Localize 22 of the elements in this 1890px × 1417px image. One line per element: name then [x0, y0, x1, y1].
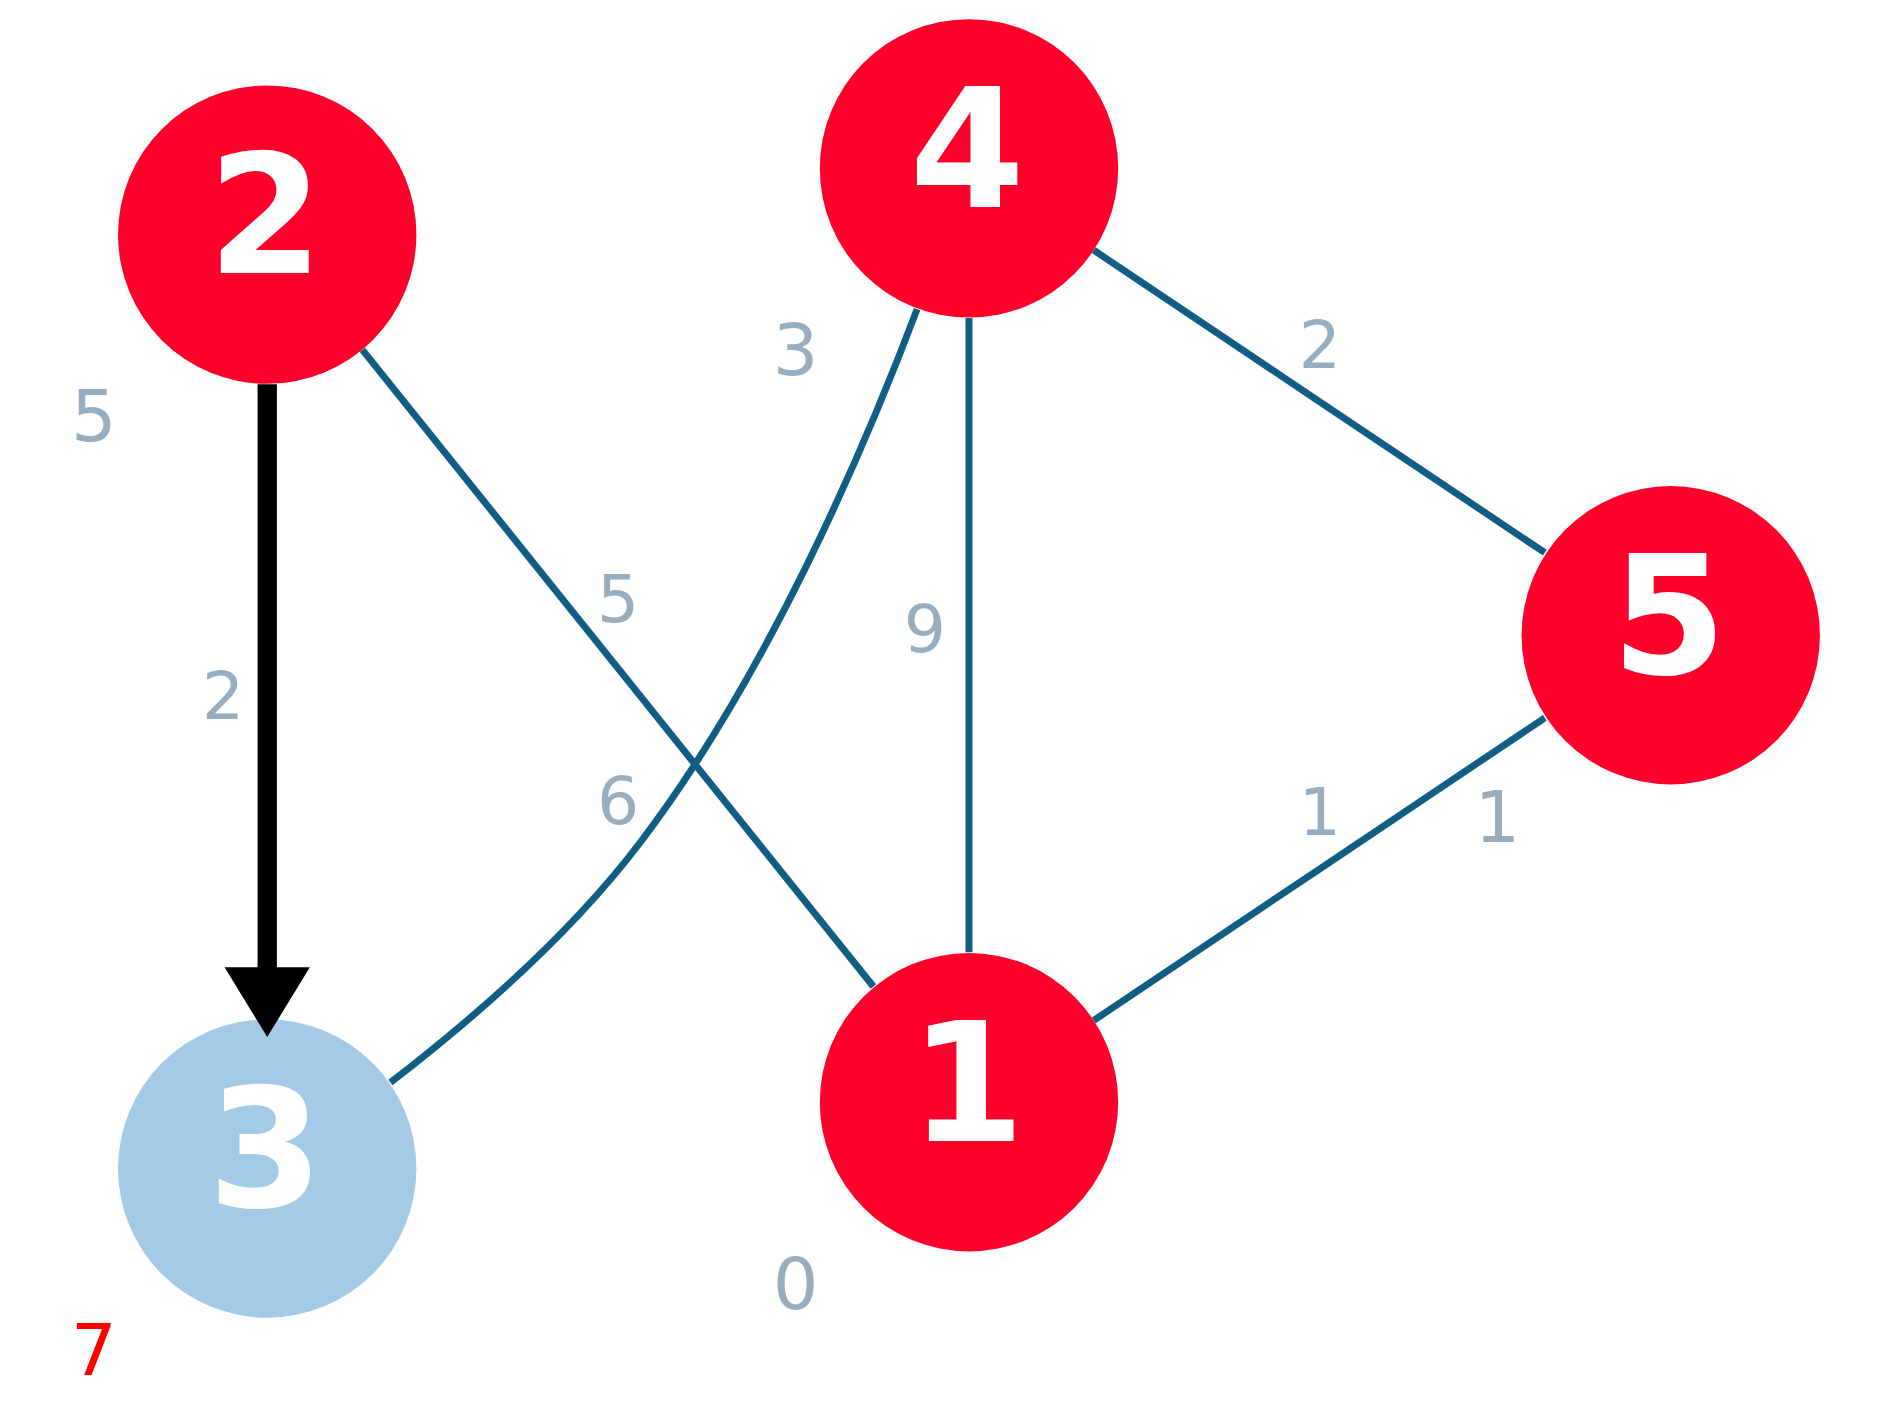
edge-label: 6 — [596, 761, 639, 840]
edge-label: 2 — [1298, 305, 1341, 384]
edge-label: 9 — [903, 590, 946, 669]
connector — [1091, 714, 1547, 1024]
node-circle: 2 — [117, 85, 416, 384]
node-label: 3 — [772, 308, 819, 393]
edge-label: 2 — [201, 656, 244, 735]
node-circle: 4 — [819, 19, 1118, 318]
node-circle: 5 — [1521, 486, 1820, 785]
node-label: 5 — [70, 374, 117, 459]
node-label: 0 — [772, 1241, 819, 1326]
arrow — [224, 384, 310, 1037]
edge-label: 5 — [596, 560, 639, 639]
node-circle: 3 — [117, 1019, 416, 1318]
edge-label: 1 — [1298, 772, 1341, 851]
connector — [1091, 247, 1547, 556]
connector — [359, 347, 876, 989]
node-circle: 1 — [819, 953, 1118, 1252]
node-label: 7 — [70, 1308, 117, 1393]
connector — [965, 318, 972, 953]
connector — [387, 307, 920, 1086]
node-label: 1 — [1474, 774, 1520, 859]
